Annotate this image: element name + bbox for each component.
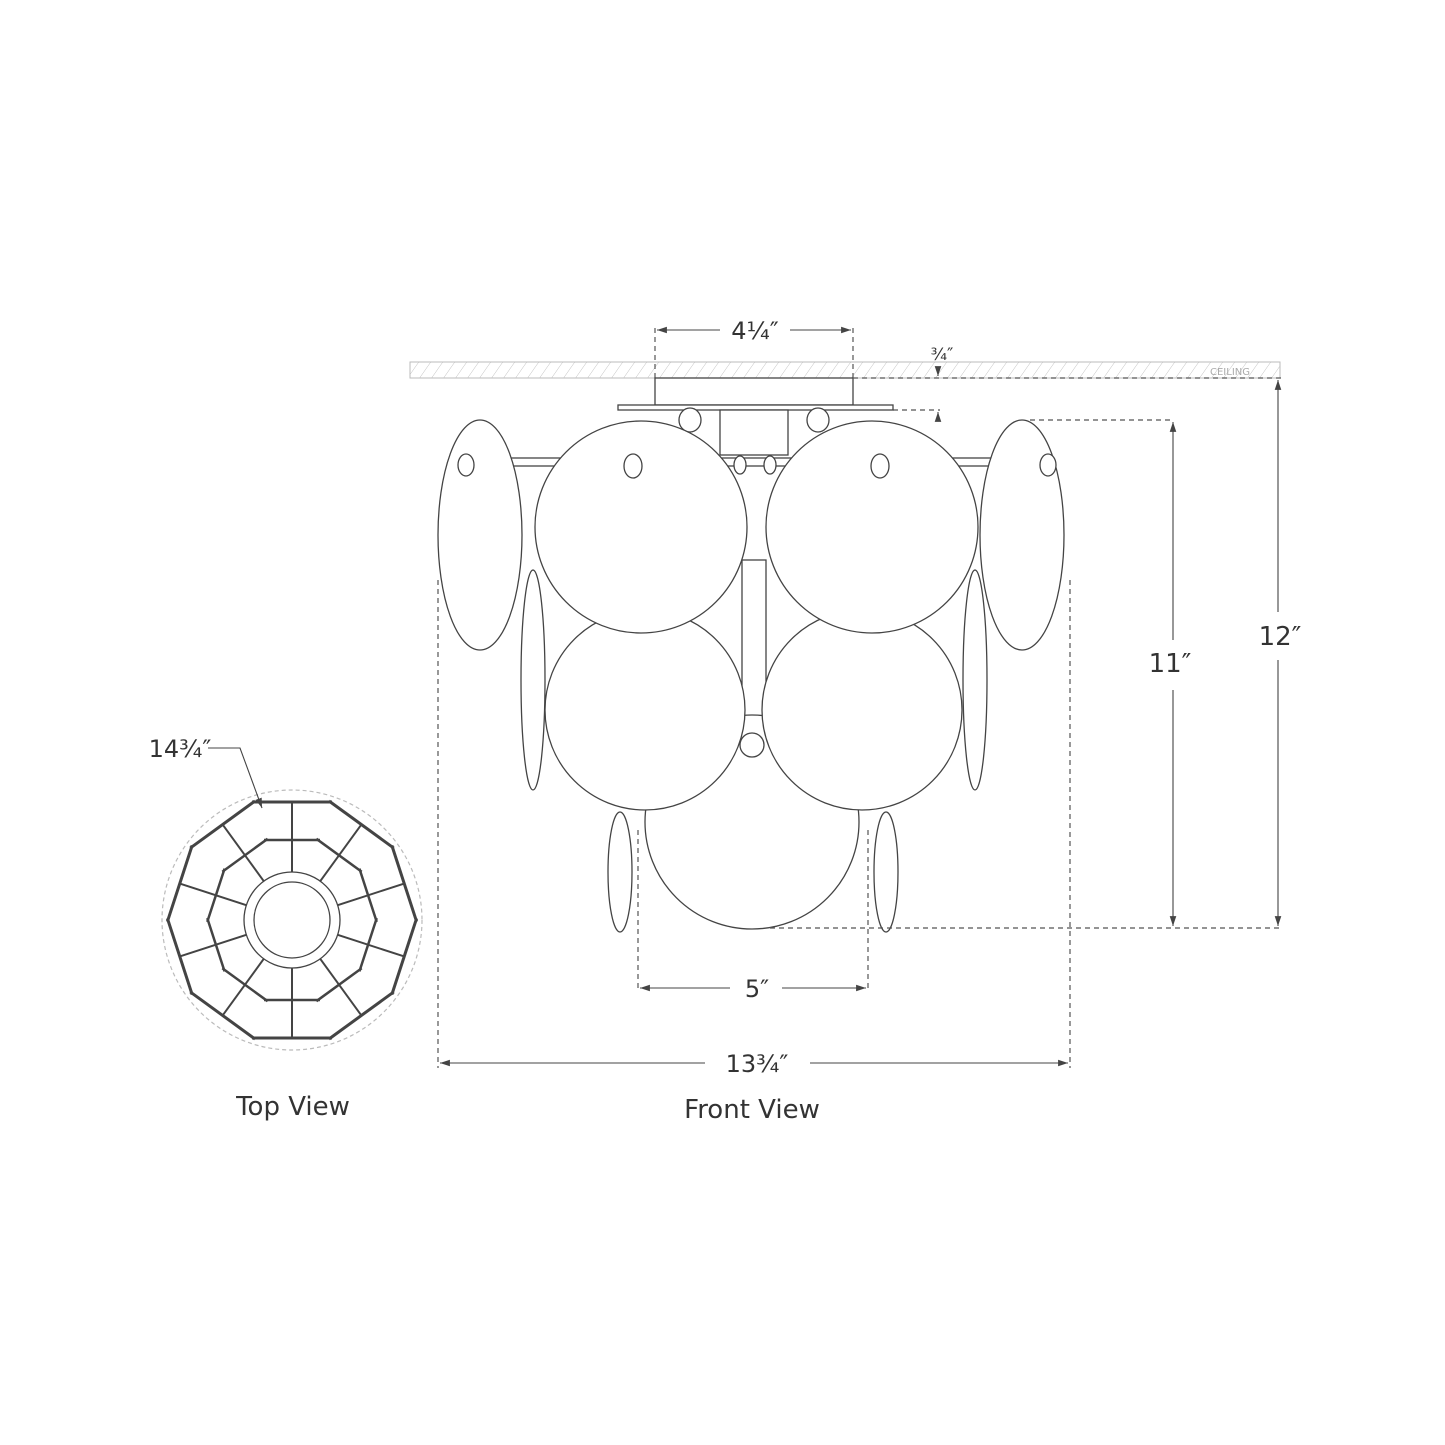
- top-view-arm: [337, 933, 405, 958]
- fixture-front-view: [437, 377, 1065, 933]
- bottom-disc-width-label: 5″: [745, 975, 769, 1003]
- top-view-arm: [165, 917, 194, 995]
- top-view-arm: [221, 823, 265, 882]
- top-view-arm: [206, 868, 226, 923]
- canopy-width-label: 4¼″: [731, 317, 779, 345]
- canopy-depth-dimension: ¾″: [893, 345, 954, 422]
- canopy-width-dimension: 4¼″: [654, 317, 854, 378]
- top-view-arm: [358, 868, 378, 923]
- top-view-arm: [328, 990, 395, 1041]
- top-view-arm: [328, 799, 395, 850]
- top-view-arm: [390, 917, 419, 995]
- top-view-arm: [358, 917, 378, 972]
- overall-height-label: 12″: [1259, 622, 1302, 652]
- top-view-arm: [179, 882, 247, 907]
- front-width-dimension: 13¾″: [437, 580, 1071, 1078]
- height-dimensions: 11″ 12″: [770, 377, 1302, 929]
- ceiling: CEILING: [409, 361, 1281, 379]
- top-view-arm: [221, 837, 269, 873]
- body-height-label: 11″: [1149, 649, 1192, 679]
- top-view-arm: [179, 933, 247, 958]
- top-diameter-label: 14¾″: [149, 735, 212, 763]
- top-view-title: Top View: [235, 1092, 350, 1122]
- top-view-arm: [165, 845, 194, 923]
- top-view-arm: [221, 958, 265, 1017]
- top-view-arm: [189, 799, 256, 850]
- top-view-arm: [189, 990, 256, 1041]
- top-view-arm: [315, 837, 363, 873]
- top-view-arm: [315, 967, 363, 1003]
- top-view-arm: [390, 845, 419, 923]
- bottom-disc-dimension: 5″: [637, 830, 869, 1003]
- top-view-arm: [337, 882, 405, 907]
- top-view-arm: [319, 958, 363, 1017]
- top-view-arm: [206, 917, 226, 972]
- ceiling-label: CEILING: [1210, 367, 1250, 378]
- fixture-top-view: 14¾″: [149, 735, 423, 1051]
- top-view-arm: [221, 967, 269, 1003]
- top-view-arm: [319, 823, 363, 882]
- front-width-label: 13¾″: [726, 1050, 789, 1078]
- canopy-depth-label: ¾″: [931, 345, 954, 365]
- front-view-title: Front View: [684, 1095, 820, 1125]
